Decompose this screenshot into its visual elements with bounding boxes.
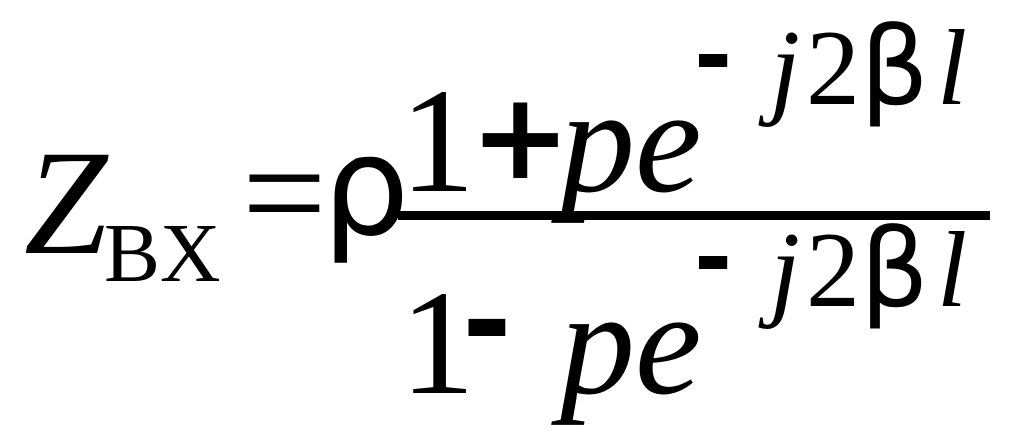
numerator-exponent-j: j — [770, 9, 801, 128]
numerator-one: 1 — [400, 58, 475, 224]
numerator-exponent: j2βl — [770, 14, 967, 123]
equals-sign: = — [242, 110, 327, 276]
denominator-exponent-sign: - — [694, 204, 733, 311]
denominator-minus: - — [462, 252, 512, 391]
numerator-exponent-sign: - — [694, 2, 733, 109]
denominator-exponent-l: l — [936, 211, 967, 330]
numerator-exponent-l: l — [936, 9, 967, 128]
fraction-bar — [398, 211, 990, 220]
rho-symbol: ρ — [322, 106, 410, 267]
denominator-exponent-j: j — [770, 211, 801, 330]
impedance-subscript: ВХ — [104, 207, 223, 300]
numerator-pe: pe — [560, 58, 702, 224]
denominator-one: 1 — [400, 260, 475, 426]
numerator-plus: + — [470, 68, 571, 207]
numerator-exponent-beta: β — [860, 5, 929, 130]
denominator-exponent-two: 2 — [806, 211, 861, 330]
impedance-variable: Z — [24, 120, 108, 286]
denominator-exponent-beta: β — [860, 207, 929, 332]
denominator-pe: pe — [560, 260, 702, 426]
denominator-exponent: j2βl — [770, 216, 967, 325]
numerator-exponent-two: 2 — [806, 9, 861, 128]
